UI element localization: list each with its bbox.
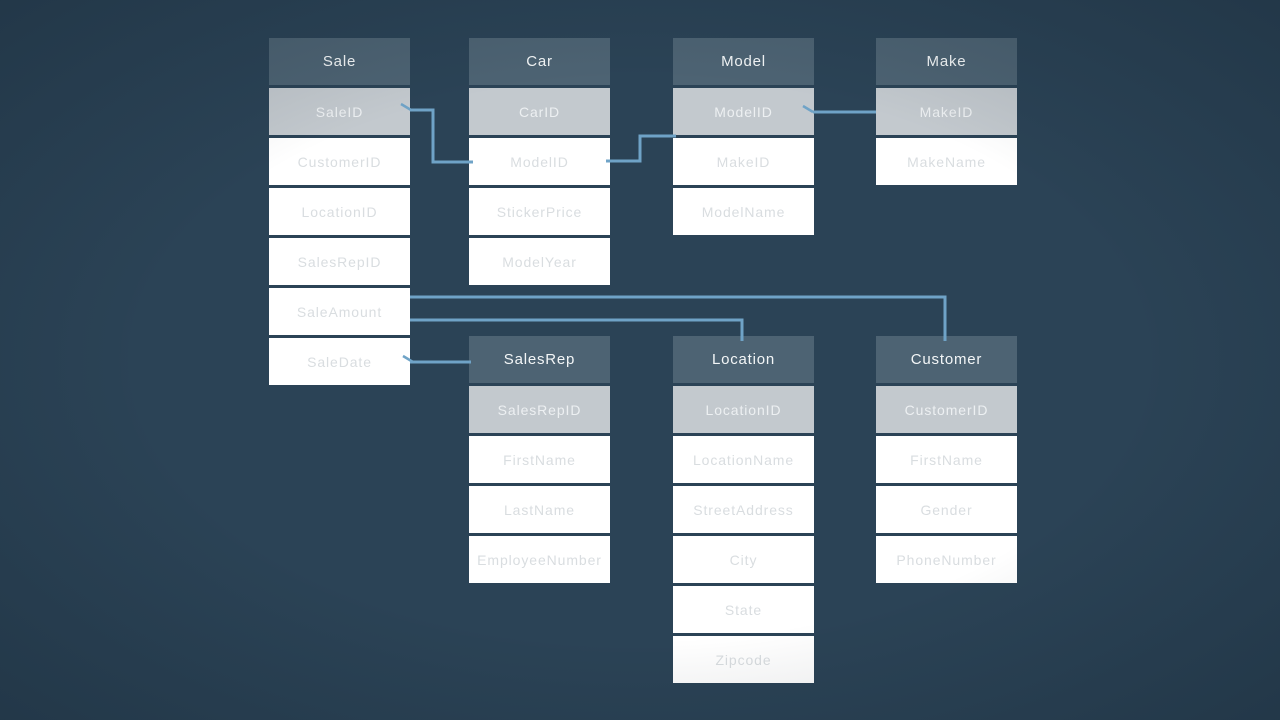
field-row: ModelName [673,188,814,235]
field-row: PhoneNumber [876,536,1017,583]
key-field-row: SalesRepID [469,386,610,433]
field-row: SaleDate [269,338,410,385]
key-field-row: MakeID [876,88,1017,135]
key-field-row: CarID [469,88,610,135]
table-header-make: Make [876,38,1017,85]
field-row: SaleAmount [269,288,410,335]
field-row: Gender [876,486,1017,533]
key-field-row: ModelID [673,88,814,135]
field-row: State [673,586,814,633]
field-row: StreetAddress [673,486,814,533]
field-row: City [673,536,814,583]
table-header-location: Location [673,336,814,383]
table-header-model: Model [673,38,814,85]
field-row: MakeName [876,138,1017,185]
field-row: EmployeeNumber [469,536,610,583]
table-header-customer: Customer [876,336,1017,383]
key-field-row: SaleID [269,88,410,135]
field-row: LastName [469,486,610,533]
field-row: MakeID [673,138,814,185]
field-row: ModelID [469,138,610,185]
field-row: SalesRepID [269,238,410,285]
relationship-line-sale-car [410,108,473,164]
field-row: ModelYear [469,238,610,285]
field-row: FirstName [876,436,1017,483]
field-row: LocationName [673,436,814,483]
table-header-car: Car [469,38,610,85]
field-row: StickerPrice [469,188,610,235]
field-row: CustomerID [269,138,410,185]
table-header-sale: Sale [269,38,410,85]
table-header-salesrep: SalesRep [469,336,610,383]
key-field-row: LocationID [673,386,814,433]
field-row: LocationID [269,188,410,235]
field-row: FirstName [469,436,610,483]
relationship-line-sale-customer [410,295,947,341]
key-field-row: CustomerID [876,386,1017,433]
relationship-line-car-model [606,134,676,163]
field-row: Zipcode [673,636,814,683]
